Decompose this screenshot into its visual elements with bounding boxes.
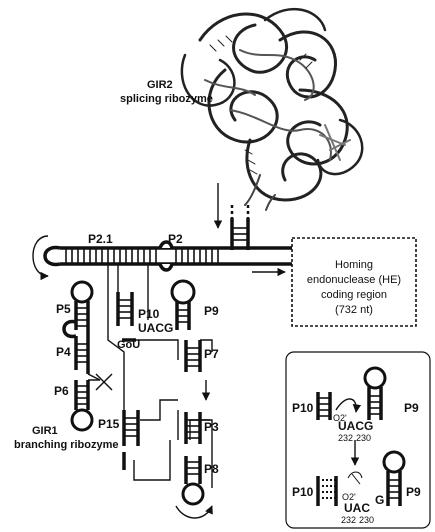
- he-line1: Homing: [335, 259, 373, 271]
- gir2-3d-structure-image: [180, 7, 364, 211]
- inset-bottom-g: G: [375, 493, 384, 507]
- p10-label: P10: [138, 307, 160, 321]
- gir1-label-line2: branching ribozyme: [14, 439, 119, 451]
- inset-panel: [285, 351, 431, 529]
- inset-top-seq: UACG: [338, 419, 373, 433]
- inset-bottom-p9-label: P9: [406, 485, 421, 499]
- inset-top-p9-label: P9: [404, 401, 419, 415]
- p21-label: P2.1: [88, 232, 113, 246]
- gou-label: GoU: [117, 339, 140, 351]
- p9-label: P9: [204, 304, 219, 318]
- inset-bottom-num-230: 230: [359, 515, 374, 525]
- p8-label: P8: [204, 462, 219, 476]
- homing-endonuclease-box: Homing endonuclease (HE) coding region (…: [291, 237, 417, 327]
- inset-top-p10-label: P10: [292, 401, 314, 415]
- inset-bottom-p10-label: P10: [292, 485, 314, 499]
- p5-label: P5: [56, 302, 71, 316]
- he-line2: endonuclease (HE): [307, 274, 401, 286]
- inset-top-o2: O2': [333, 413, 347, 423]
- p2-label: P2: [168, 232, 183, 246]
- he-line3: coding region: [321, 289, 387, 301]
- inset-top-num-232: 232: [338, 433, 353, 443]
- gir2-label-line1: GIR2: [147, 79, 173, 91]
- gir1-label-line1: GIR1: [32, 425, 58, 437]
- p7-label: P7: [204, 347, 219, 361]
- p4-label: P4: [56, 345, 71, 359]
- main-helix: [32, 235, 300, 281]
- uacg-label: UACG: [138, 321, 173, 335]
- inset-bottom-num-232: 232: [341, 515, 356, 525]
- he-line4: (732 nt): [335, 304, 373, 316]
- p3-label: P3: [204, 420, 219, 434]
- gir2-label-line2: splicing ribozyme: [120, 93, 213, 105]
- p6-label: P6: [54, 384, 69, 398]
- inset-bottom-seq: UAC: [344, 501, 370, 515]
- inset-bottom-o2: O2': [342, 492, 356, 502]
- gir1-structure: [62, 264, 213, 519]
- p15-label: P15: [98, 417, 120, 431]
- gir2-connector: [213, 183, 250, 250]
- inset-top-num-230: 230: [356, 433, 371, 443]
